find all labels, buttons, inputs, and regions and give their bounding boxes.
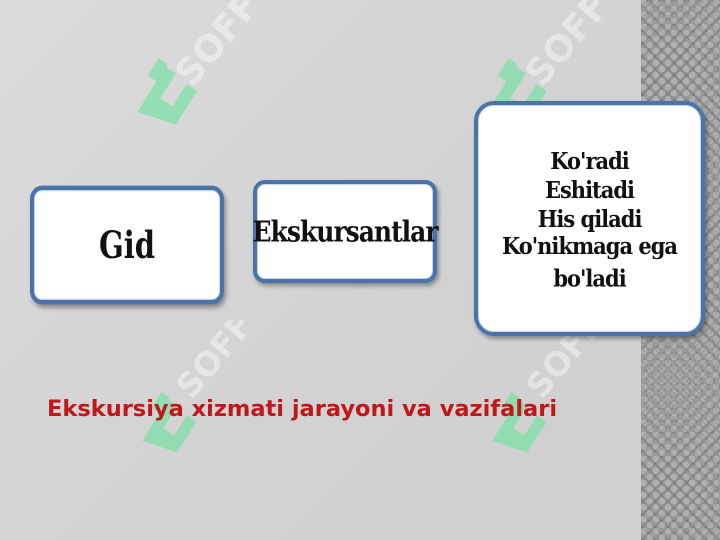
watermark-text: SOFF: [166, 0, 268, 94]
box-gid: Gid: [30, 185, 224, 305]
watermark-logo-bottom-left: SOFF: [142, 320, 261, 453]
action-item: Eshitadi: [544, 175, 635, 204]
box-ekskursantlar-label: Ekskursantlar: [252, 214, 439, 249]
action-item: Ko'nikmaga ega bo'ladi: [501, 231, 678, 293]
box-actions: Ko'radi Eshitadi His qiladi Ko'nikmaga e…: [474, 101, 705, 336]
watermark-logo-top-left: SOFF: [137, 0, 268, 125]
watermark-logo-bottom-right: SOFF: [492, 320, 611, 453]
watermark-text: SOFF: [168, 320, 260, 405]
box-ekskursantlar: Ekskursantlar: [252, 180, 439, 283]
watermark-text: SOFF: [516, 0, 618, 94]
slide-title: Ekskursiya xizmati jarayoni va vazifalar…: [47, 396, 558, 422]
action-item: Ko'radi: [550, 146, 630, 175]
box-gid-label: Gid: [98, 223, 156, 267]
action-item: His qiladi: [537, 204, 643, 233]
